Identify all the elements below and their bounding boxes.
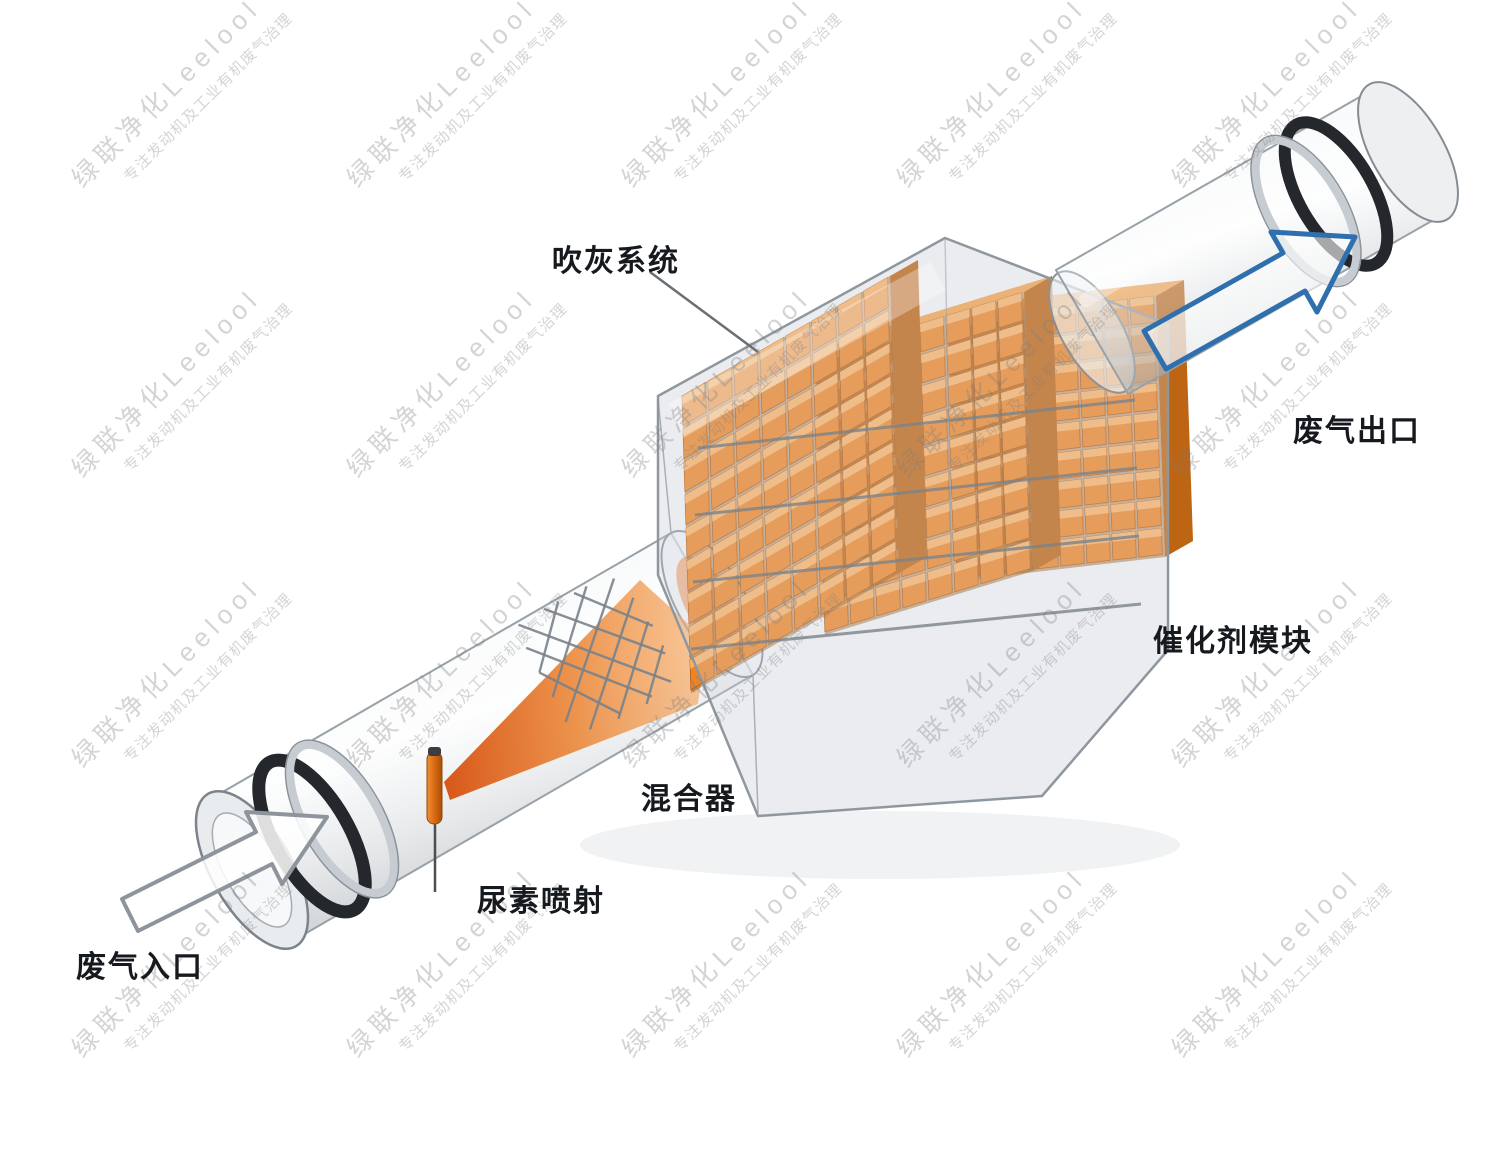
catalyst-housing-front xyxy=(656,236,1170,818)
housing-inner-edge xyxy=(944,237,953,586)
exhaust-outlet-arrow-icon xyxy=(1141,229,1358,372)
outlet-clamp-ring xyxy=(1278,116,1394,272)
injector-body xyxy=(426,751,443,825)
outlet-pipe xyxy=(1048,81,1459,396)
inlet-cone-edge-top xyxy=(657,397,672,534)
lance-tubes xyxy=(690,398,1142,651)
injector-tip xyxy=(428,747,441,756)
inlet-cone-edge-bottom xyxy=(752,674,759,814)
housing-glass xyxy=(656,236,1170,818)
outlet-metal-ring xyxy=(1251,136,1361,286)
mixer-lattice xyxy=(518,578,672,730)
mixer-lattice-lines-b xyxy=(518,591,672,715)
soot-blowing-pointer-line xyxy=(649,270,759,354)
outlet-end-face xyxy=(1357,81,1459,223)
urea-injector xyxy=(426,747,443,892)
exhaust-inlet-arrow-icon xyxy=(120,810,329,933)
soot-blowing-lances xyxy=(690,398,1142,651)
housing-sheen xyxy=(668,262,946,436)
ground-shadow xyxy=(580,811,1180,879)
